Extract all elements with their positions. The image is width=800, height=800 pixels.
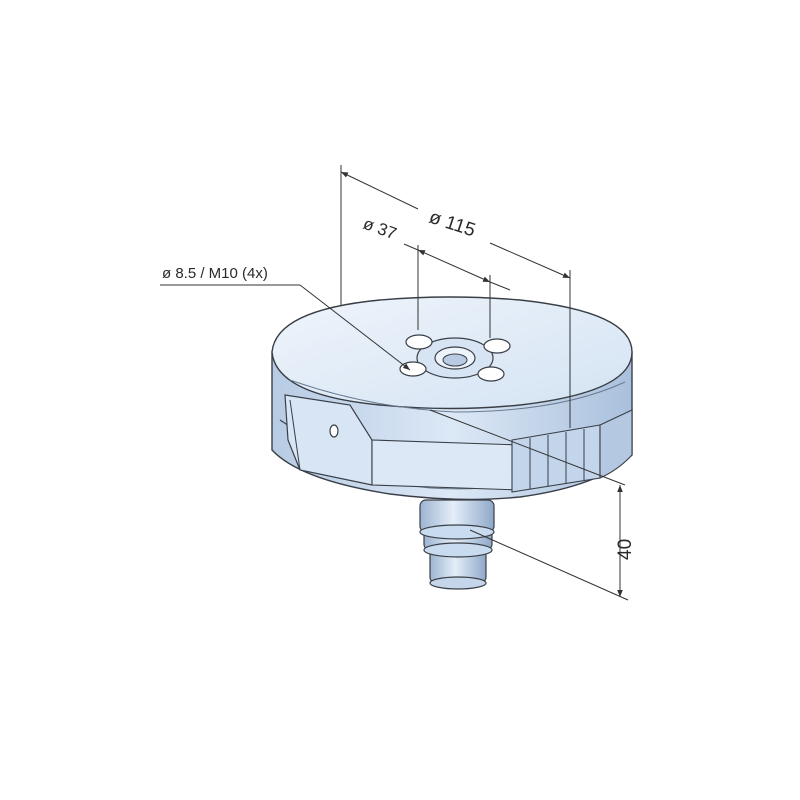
dim-height: 40 (615, 539, 636, 560)
dim-bolt-circle: ø 37 (361, 214, 399, 243)
dim-outer-diameter: ø 115 (426, 207, 477, 242)
top-face (271, 296, 633, 413)
dim-holes-label: ø 8.5 / M10 (4x) (162, 265, 268, 282)
clamping-stud (419, 499, 495, 590)
dimension-lines (160, 165, 629, 601)
